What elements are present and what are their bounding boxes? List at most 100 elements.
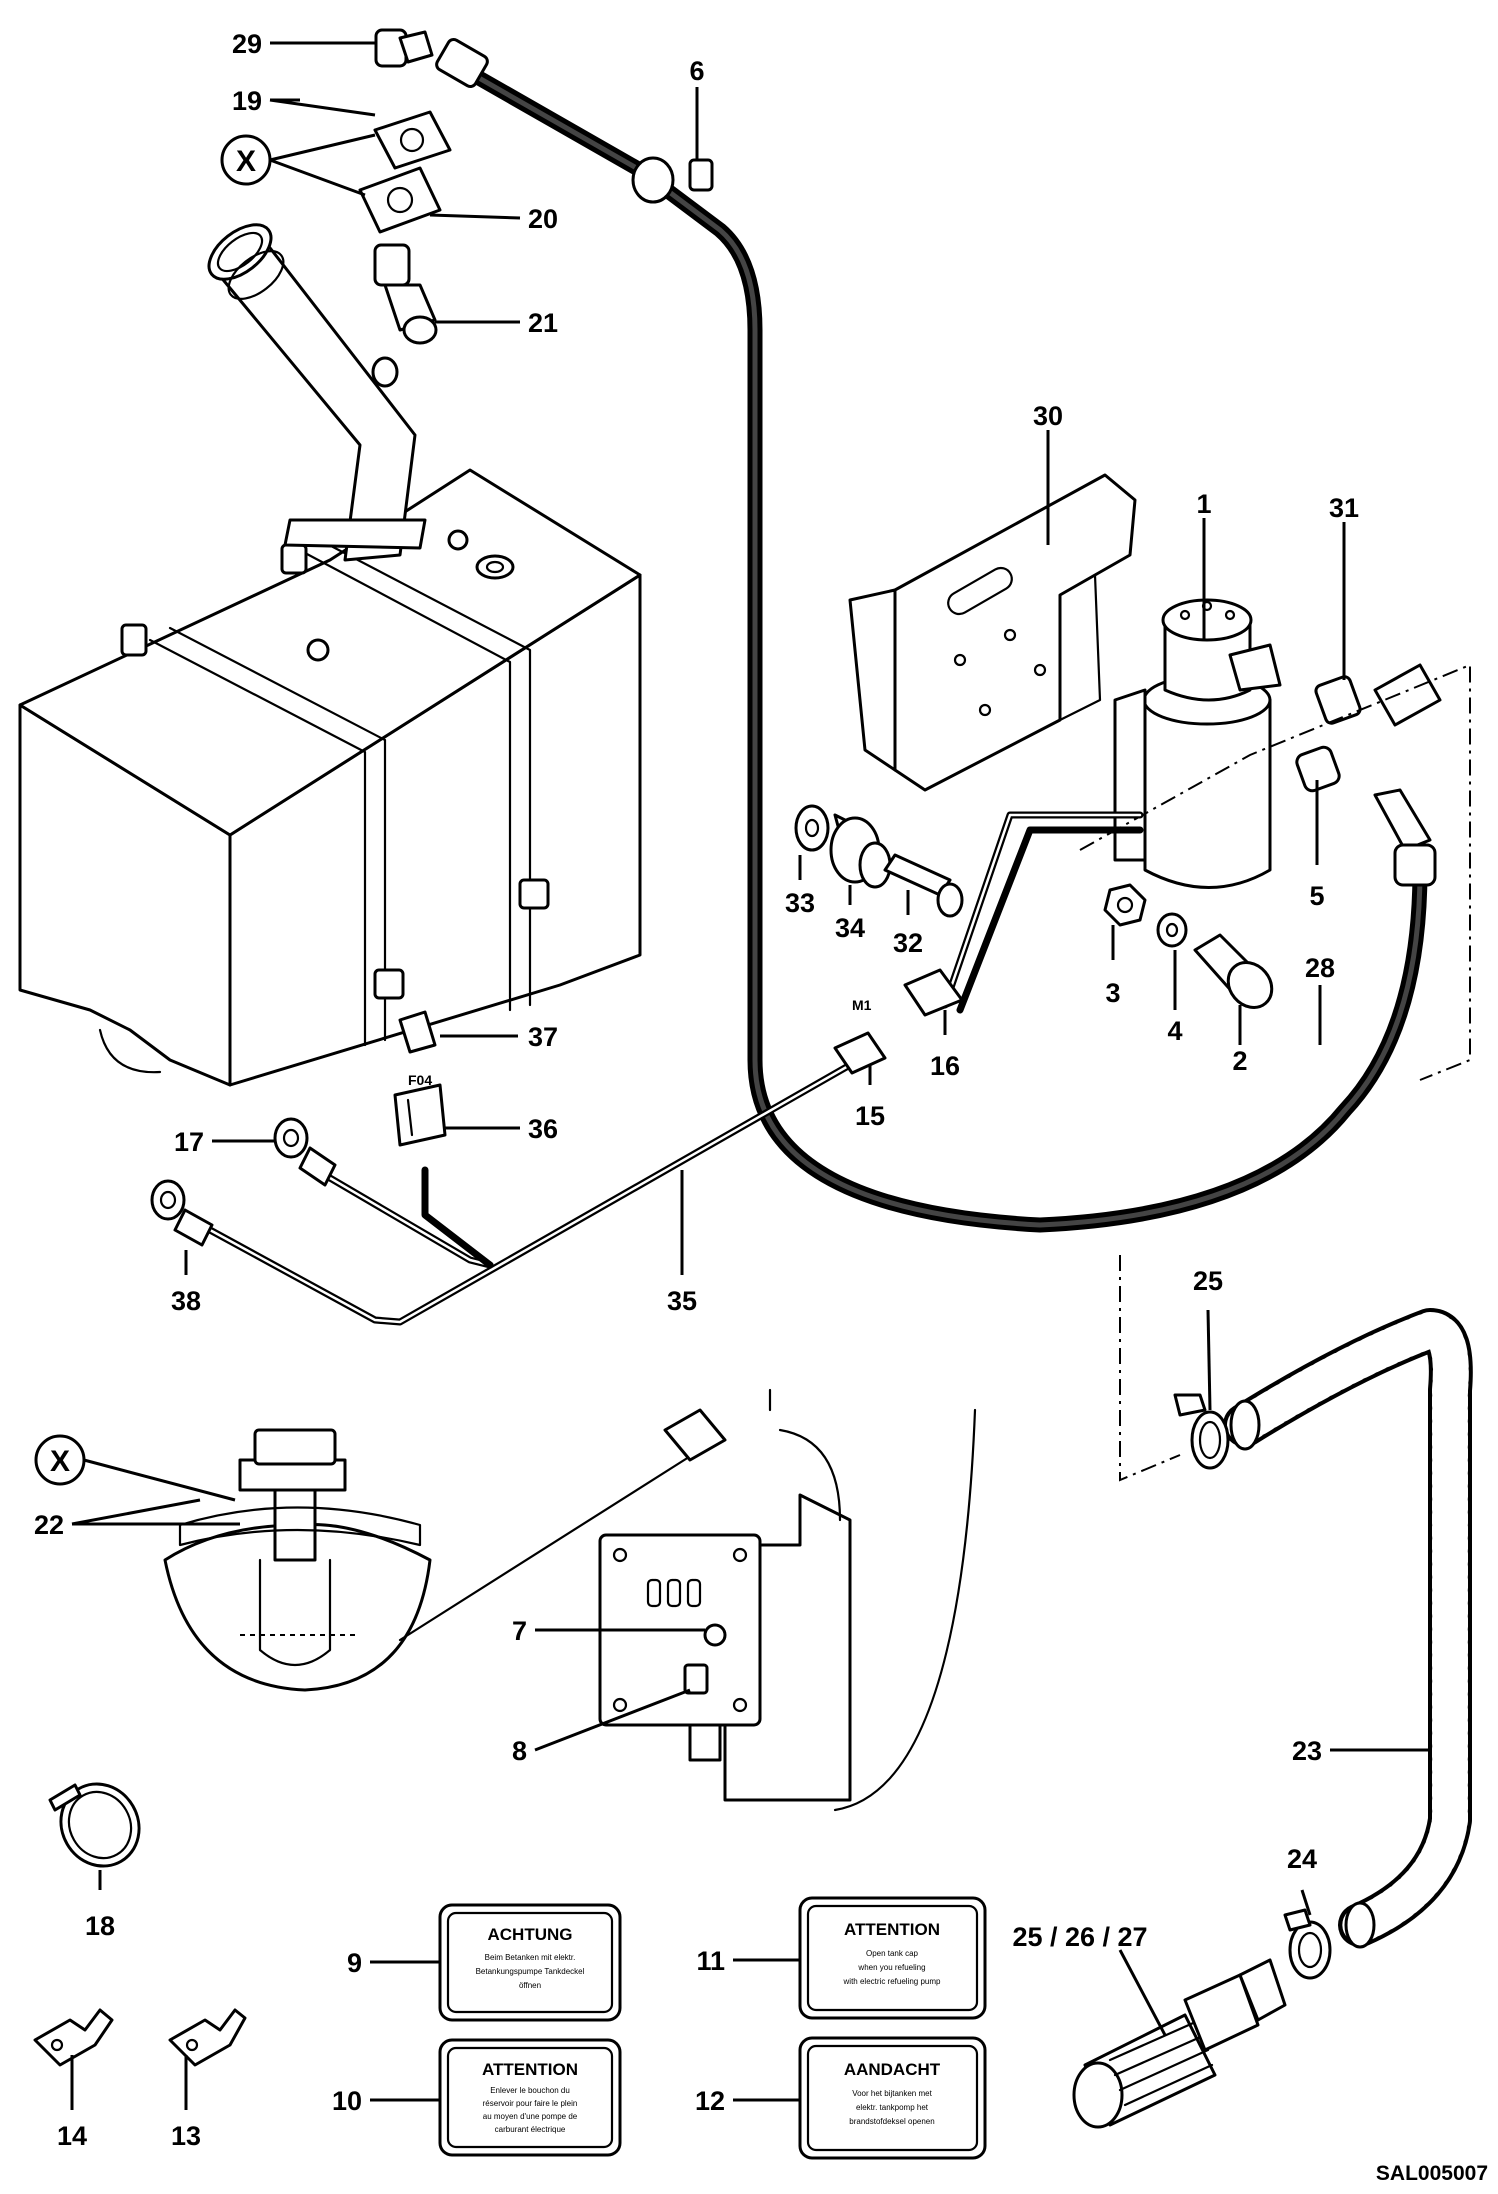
callout-31: 31 <box>1329 493 1359 523</box>
detail-view-tank-fitting <box>163 1428 702 1692</box>
callout-16: 16 <box>930 1051 960 1081</box>
fuse-label-f04: F04 <box>408 1072 432 1088</box>
hose-clip-18 <box>48 1782 141 1868</box>
drawing-id: SAL005007 <box>1376 2162 1488 2185</box>
detail-marker-top-label: X <box>236 145 256 178</box>
connector-16 <box>903 968 964 1017</box>
pump-area-boundary <box>1079 663 1471 1081</box>
bolt-32 <box>883 853 964 918</box>
label-9-line-3: öffnen <box>519 1981 541 1990</box>
callout-28: 28 <box>1305 953 1335 983</box>
washer-33 <box>794 804 830 852</box>
callout-6: 6 <box>689 56 704 86</box>
callout-2: 2 <box>1232 1046 1247 1076</box>
callout-34: 34 <box>835 913 865 943</box>
rubber-mount-34 <box>829 813 892 889</box>
callout-19: 19 <box>232 86 262 116</box>
elbow-fitting-21 <box>373 243 438 345</box>
fuel-pump-1 <box>1113 598 1282 889</box>
callout-24: 24 <box>1287 1844 1317 1874</box>
callout-30: 30 <box>1033 401 1063 431</box>
washer-4 <box>1156 912 1188 948</box>
callout-32: 32 <box>893 928 923 958</box>
nut-3 <box>1103 883 1147 927</box>
label-12-line-1: Voor het bijtanken met <box>852 2089 932 2098</box>
wiring-harness-35 <box>206 811 1144 1326</box>
warning-label-9: ACHTUNG Beim Betanken mit elektr. Betank… <box>438 1903 622 2022</box>
label-10-line-3: au moyen d'une pompe de <box>483 2112 578 2121</box>
detail-marker-bottom: X <box>34 1434 236 1502</box>
bolt-2 <box>1193 933 1274 1009</box>
ring-terminal-17 <box>273 1117 337 1187</box>
callout-22: 22 <box>34 1510 64 1540</box>
warning-label-11: ATTENTION Open tank cap when you refueli… <box>798 1896 987 2020</box>
label-12-line-3: brandstofdeksel openen <box>849 2117 934 2126</box>
callout-38: 38 <box>171 1286 201 1316</box>
suction-strainer <box>1072 1958 1287 2129</box>
callout-17: 17 <box>174 1127 204 1157</box>
callout-12: 12 <box>695 2086 725 2116</box>
hose-clamp-24 <box>1283 1908 1332 1980</box>
callout-5: 5 <box>1309 881 1324 911</box>
callout-8: 8 <box>512 1736 527 1766</box>
connector-label-m1: M1 <box>852 997 872 1013</box>
suction-hose-23 <box>1223 1308 1473 1949</box>
control-box <box>598 1388 977 1812</box>
label-11-line-2: when you refueling <box>857 1963 925 1972</box>
callout-29: 29 <box>232 29 262 59</box>
label-12-line-2: elektr. tankpomp het <box>856 2103 929 2112</box>
connector-15: M1 <box>833 997 887 1075</box>
label-10-heading: ATTENTION <box>482 2060 578 2079</box>
label-9-line-1: Beim Betanken mit elektr. <box>485 1953 576 1962</box>
terminal-14 <box>33 2008 114 2067</box>
fuel-hose-main <box>435 37 1428 1233</box>
callout-9: 9 <box>347 1948 362 1978</box>
label-10-line-1: Enlever le bouchon du <box>490 2086 570 2095</box>
label-9-line-2: Betankungspumpe Tankdeckel <box>476 1967 585 1976</box>
label-10-line-2: réservoir pour faire le plein <box>483 2099 578 2108</box>
callout-36: 36 <box>528 1114 558 1144</box>
callout-20: 20 <box>528 204 558 234</box>
callout-23: 23 <box>1292 1736 1322 1766</box>
filler-neck <box>207 223 427 562</box>
detail-marker-bottom-label: X <box>50 1445 70 1478</box>
callout-14: 14 <box>57 2121 87 2151</box>
terminal-13 <box>168 2008 247 2067</box>
warning-label-10: ATTENTION Enlever le bouchon du réservoi… <box>438 2038 622 2157</box>
bracket-20 <box>358 166 442 234</box>
callout-15: 15 <box>855 1101 885 1131</box>
callout-13: 13 <box>171 2121 201 2151</box>
label-9-heading: ACHTUNG <box>488 1925 573 1944</box>
fitting-31 <box>1314 663 1442 727</box>
callout-3: 3 <box>1105 978 1120 1008</box>
warning-label-12: AANDACHT Voor het bijtanken met elektr. … <box>798 2036 987 2160</box>
fuse-37 <box>398 1010 437 1054</box>
callout-1: 1 <box>1196 489 1211 519</box>
callout-10: 10 <box>332 2086 362 2116</box>
mounting-bracket-30 <box>848 473 1137 792</box>
label-11-heading: ATTENTION <box>844 1920 940 1939</box>
callout-25: 25 <box>1193 1266 1223 1296</box>
ring-terminal-38 <box>150 1179 214 1247</box>
label-10-line-4: carburant électrique <box>495 2125 566 2134</box>
callout-4: 4 <box>1167 1016 1182 1046</box>
callout-37: 37 <box>528 1022 558 1052</box>
bracket-19 <box>373 110 452 170</box>
fitting-5 <box>1295 745 1437 887</box>
callout-7: 7 <box>512 1616 527 1646</box>
callout-25-26-27: 25 / 26 / 27 <box>1012 1922 1147 1952</box>
detail-marker-top: X <box>220 133 376 197</box>
hose-clamp-25 <box>1173 1393 1230 1470</box>
callouts: 29 19 20 21 6 30 1 31 5 28 2 4 3 33 34 3… <box>34 29 1430 2151</box>
callout-35: 35 <box>667 1286 697 1316</box>
label-11-line-3: with electric refueling pump <box>843 1977 941 1986</box>
callout-33: 33 <box>785 888 815 918</box>
label-11-line-1: Open tank cap <box>866 1949 919 1958</box>
fuel-tank <box>18 468 642 1087</box>
callout-18: 18 <box>85 1911 115 1941</box>
label-12-heading: AANDACHT <box>844 2060 941 2079</box>
fitting-29 <box>374 28 434 68</box>
callout-21: 21 <box>528 308 558 338</box>
callout-11: 11 <box>696 1946 725 1976</box>
